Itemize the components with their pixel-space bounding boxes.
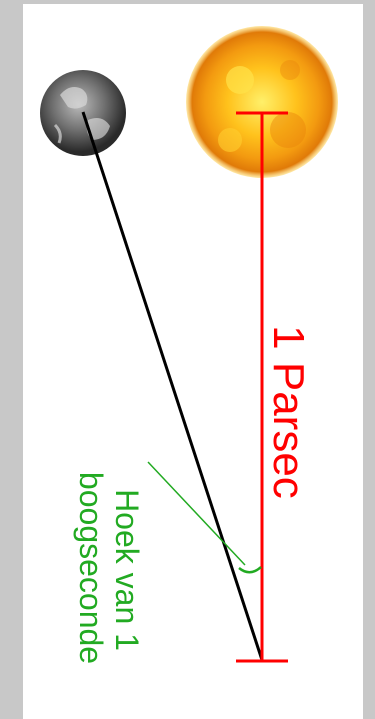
angle-leader-line — [148, 462, 245, 565]
angle-arc — [239, 567, 261, 572]
distance-label: 1 Parsec — [264, 325, 313, 499]
angle-label-line1: Hoek van 1 — [109, 489, 145, 651]
angle-label-line2: boogseconde — [73, 472, 109, 664]
